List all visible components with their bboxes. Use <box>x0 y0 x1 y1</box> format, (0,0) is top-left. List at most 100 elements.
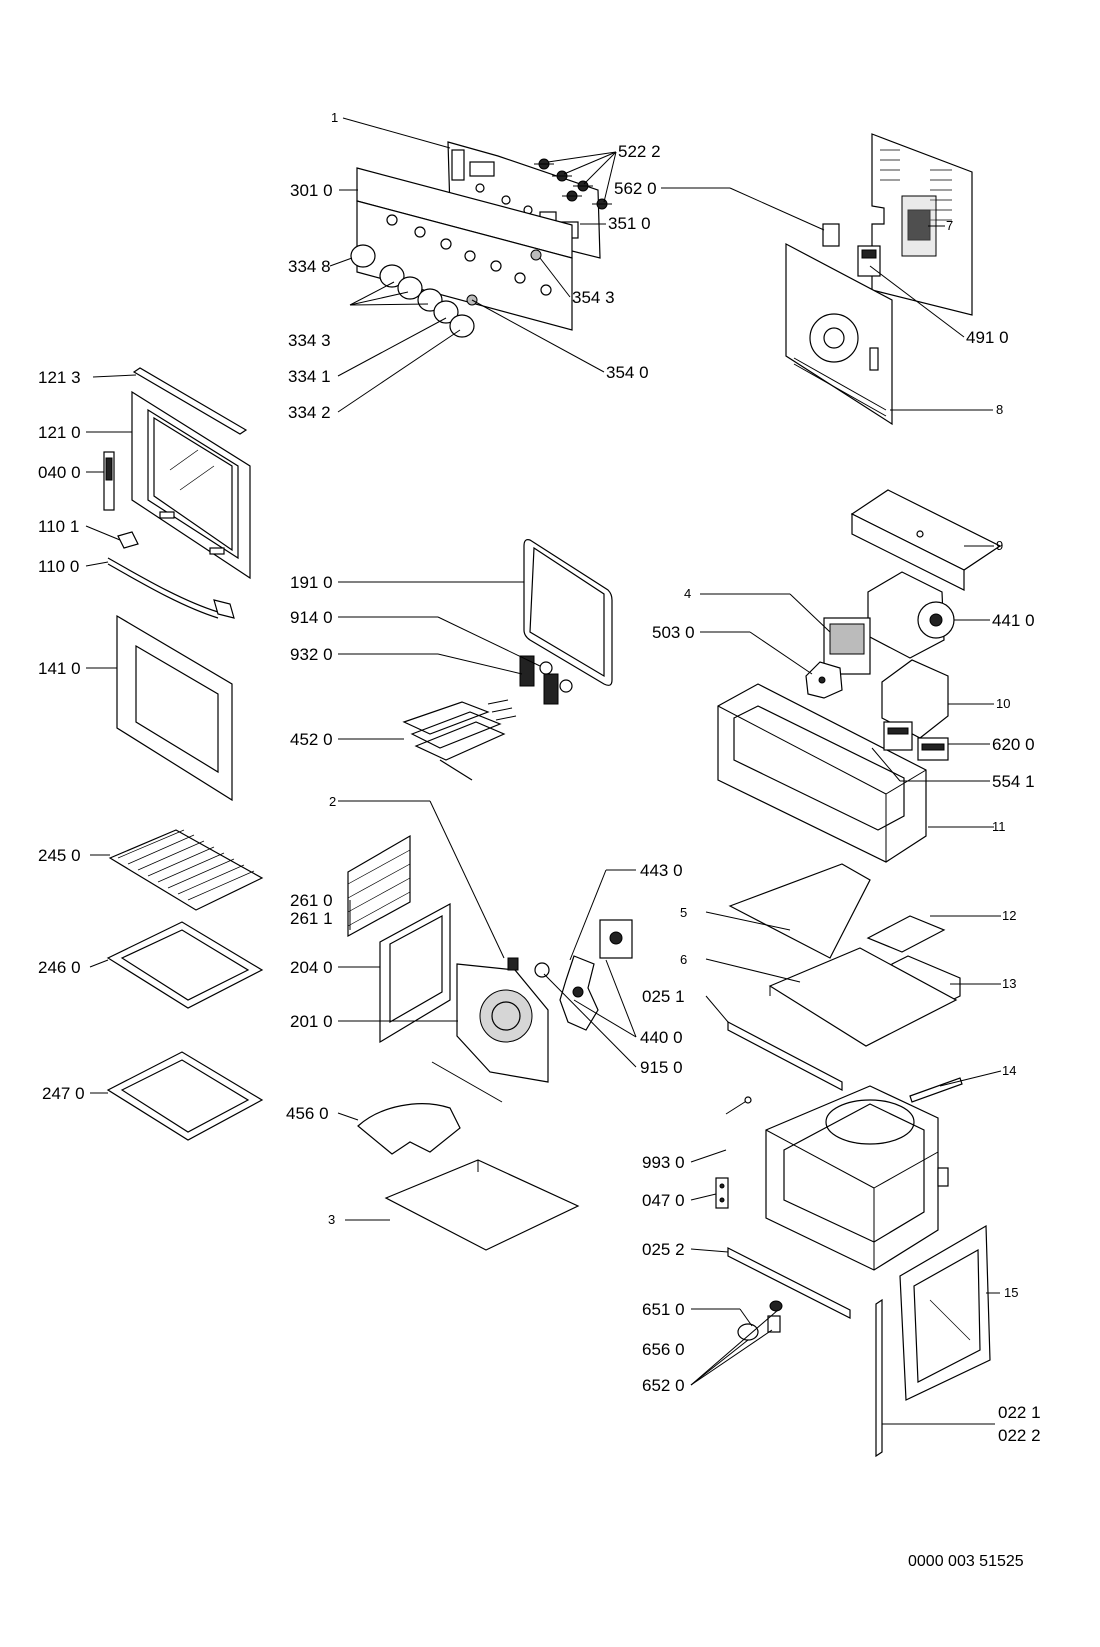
label-651-0: 651 0 <box>642 1300 685 1319</box>
control-knobs <box>350 244 542 338</box>
label-14: 14 <box>1002 1063 1017 1078</box>
label-334-3: 334 3 <box>288 331 331 350</box>
label-247-0: 247 0 <box>42 1084 85 1103</box>
fan-motor <box>599 919 633 959</box>
inner-door-frame <box>131 390 251 580</box>
label-204-0: 204 0 <box>290 958 333 977</box>
rail-14 <box>909 1077 963 1103</box>
label-554-1: 554 1 <box>992 772 1035 791</box>
outer-door-glass <box>116 614 233 802</box>
leader-lines <box>85 117 1002 1425</box>
door-gasket <box>523 539 613 686</box>
label-245-0: 245 0 <box>38 846 81 865</box>
motor-bracket <box>881 659 949 739</box>
door-handle <box>107 557 235 619</box>
label-334-1: 334 1 <box>288 367 331 386</box>
label-110-1: 110 1 <box>38 517 80 536</box>
label-8: 8 <box>996 402 1004 417</box>
label-491-0: 491 0 <box>966 328 1009 347</box>
rear-cover <box>871 133 973 316</box>
label-4: 4 <box>684 586 692 601</box>
label-025-2: 025 2 <box>642 1240 685 1259</box>
side-trim-strip <box>875 1298 883 1458</box>
label-201-0: 201 0 <box>290 1012 333 1031</box>
grill-heating-element <box>402 699 517 781</box>
label-047-0: 047 0 <box>642 1191 685 1210</box>
roasting-pan <box>106 1051 264 1141</box>
wire-shelf <box>108 829 264 911</box>
top-cover <box>850 489 1002 591</box>
baking-tray <box>106 921 264 1009</box>
label-932-0: 932 0 <box>290 645 333 664</box>
side-runner-left <box>347 834 411 938</box>
terminal-block <box>883 721 949 761</box>
label-191-0: 191 0 <box>290 573 333 592</box>
label-443-0: 443 0 <box>640 861 683 880</box>
label-15: 15 <box>1004 1285 1019 1300</box>
rail-0252 <box>727 1247 851 1319</box>
label-452-0: 452 0 <box>290 730 333 749</box>
rear-frame-box <box>717 683 927 863</box>
label-025-1: 025 1 <box>642 987 685 1006</box>
label-503-0: 503 0 <box>652 623 695 642</box>
cooling-fan <box>867 571 955 659</box>
label-440-0: 440 0 <box>640 1028 683 1047</box>
convection-fan-blade <box>559 955 599 1031</box>
label-6: 6 <box>680 952 688 967</box>
label-656-0: 656 0 <box>642 1340 685 1359</box>
label-261-1: 261 1 <box>290 909 333 928</box>
label-456-0: 456 0 <box>286 1104 329 1123</box>
label-261-0: 261 0 <box>290 891 333 910</box>
label-10: 10 <box>996 696 1011 711</box>
label-246-0: 246 0 <box>38 958 81 977</box>
label-13: 13 <box>1002 976 1017 991</box>
label-354-3: 354 3 <box>572 288 615 307</box>
label-441-0: 441 0 <box>992 611 1035 630</box>
label-3: 3 <box>328 1212 336 1227</box>
side-bracket-12 <box>866 915 946 953</box>
door-switch-parts <box>737 1300 783 1341</box>
label-522-2: 522 2 <box>618 142 661 161</box>
rail-0251 <box>727 1021 843 1091</box>
circular-heating-element <box>357 1061 503 1155</box>
label-040-0: 040 0 <box>38 463 81 482</box>
label-141-0: 141 0 <box>38 659 81 678</box>
label-110-0: 110 0 <box>38 557 80 576</box>
label-022-1: 022 1 <box>998 1403 1041 1422</box>
label-915-0: 915 0 <box>640 1058 683 1077</box>
drawing-reference-number: 0000 003 51525 <box>908 1553 1024 1570</box>
cavity-bottom-plate <box>768 947 958 1047</box>
fan-motor-small <box>805 661 843 699</box>
oven-cavity <box>765 1085 949 1271</box>
label-9: 9 <box>996 538 1004 553</box>
label-334-8: 334 8 <box>288 257 331 276</box>
label-562-0: 562 0 <box>614 179 657 198</box>
label-2: 2 <box>329 794 337 809</box>
label-022-2: 022 2 <box>998 1426 1041 1445</box>
hinge-catch <box>715 1177 729 1209</box>
handle-end-cap-left <box>117 531 139 549</box>
label-993-0: 993 0 <box>642 1153 685 1172</box>
label-334-2: 334 2 <box>288 403 331 422</box>
label-7: 7 <box>946 218 954 233</box>
fan-grille <box>823 617 871 675</box>
fan-plate <box>785 243 893 426</box>
label-5: 5 <box>680 905 688 920</box>
label-1: 1 <box>331 110 339 125</box>
label-620-0: 620 0 <box>992 735 1035 754</box>
label-652-0: 652 0 <box>642 1376 685 1395</box>
spacer-ring <box>534 962 550 978</box>
fan-motor-bracket <box>822 223 881 277</box>
label-914-0: 914 0 <box>290 608 333 627</box>
door-hinge <box>103 451 115 511</box>
label-121-3: 121 3 <box>38 368 81 387</box>
screw <box>725 1096 752 1115</box>
label-301-0: 301 0 <box>290 181 333 200</box>
label-351-0: 351 0 <box>608 214 651 233</box>
label-354-0: 354 0 <box>606 363 649 382</box>
label-11: 11 <box>992 819 1006 834</box>
top-plate <box>728 863 871 959</box>
catalytic-panel <box>379 902 451 1044</box>
